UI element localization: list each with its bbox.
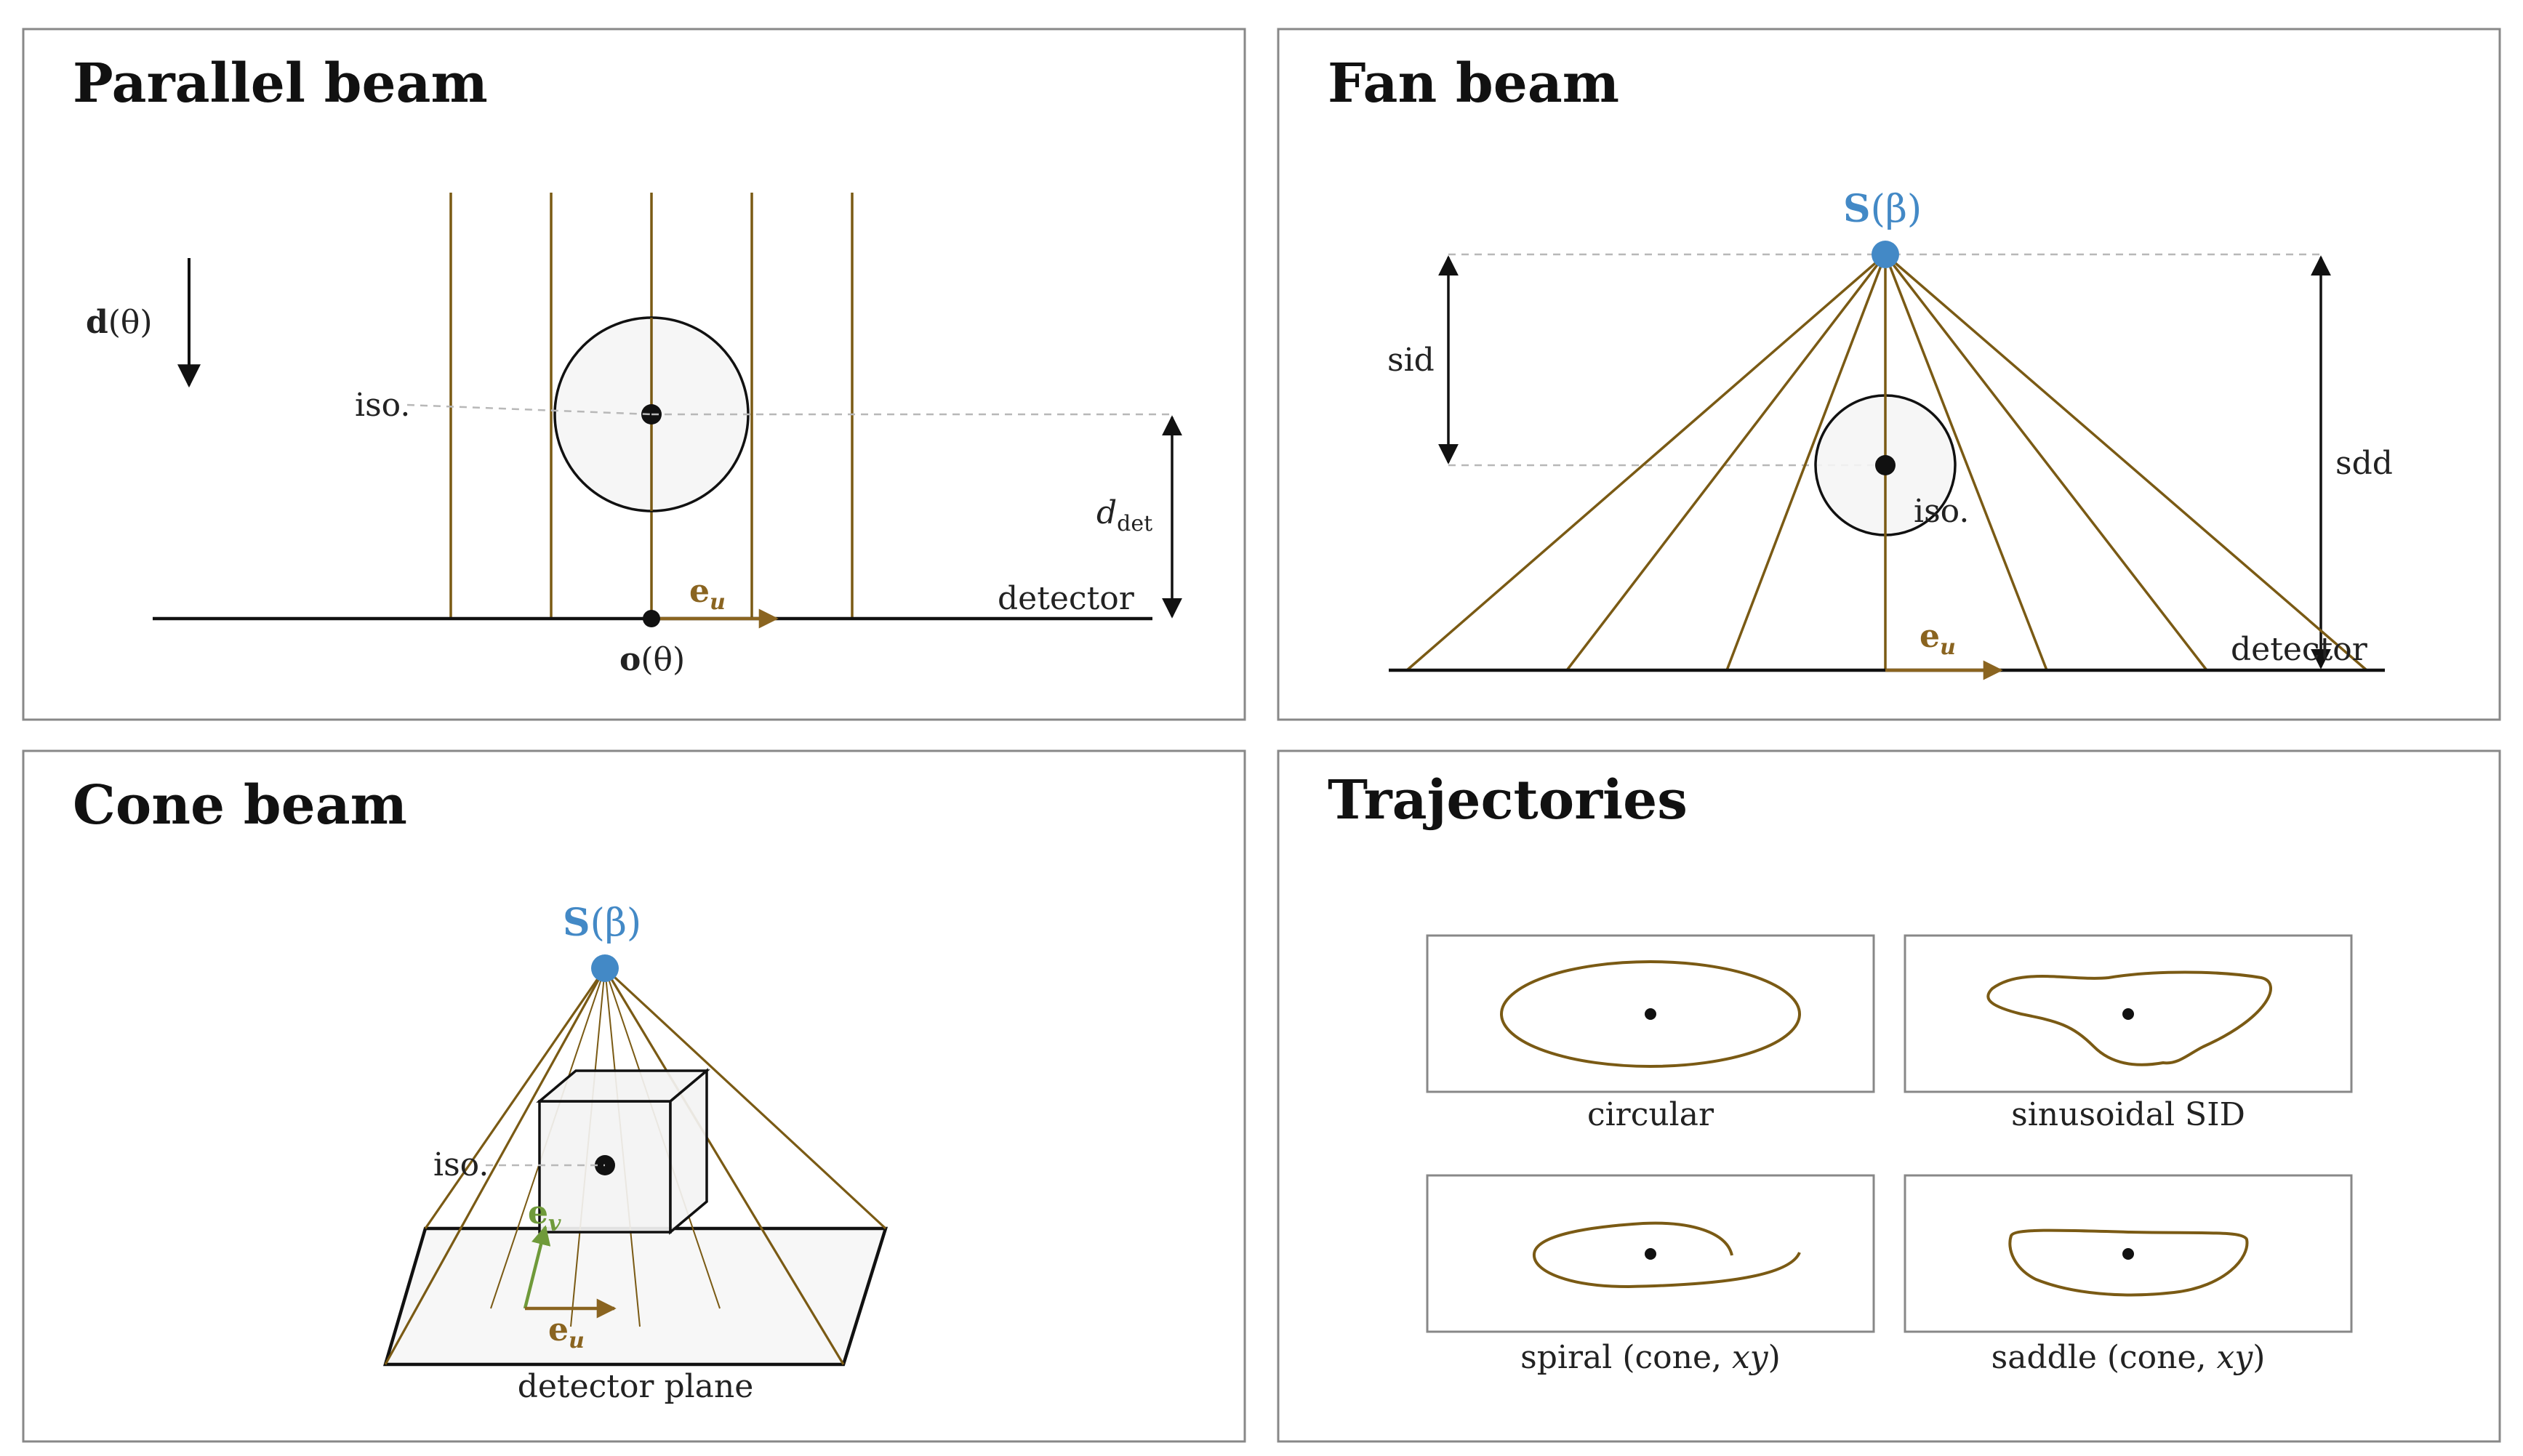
trajectory-saddle: saddle (cone, xy) <box>1904 1174 2353 1376</box>
trajectory-spiral: spiral (cone, xy) <box>1426 1174 1875 1376</box>
phantom-cube <box>536 1068 710 1235</box>
saddle-path <box>2008 1228 2249 1297</box>
ray <box>1884 254 2048 671</box>
ev-vector <box>523 1225 551 1309</box>
eu-label: eu <box>689 573 726 615</box>
iso-label: iso. <box>433 1146 489 1183</box>
panel-title: Fan beam <box>1328 52 1619 115</box>
cone-edge <box>603 967 887 1230</box>
source-dot <box>1872 241 1899 268</box>
detector-distance-label: ddet <box>1096 494 1152 536</box>
isocenter-dot <box>1875 455 1896 475</box>
center-dot <box>2122 1008 2134 1020</box>
panel-title: Trajectories <box>1328 769 1688 832</box>
sinusoidal-path <box>1986 970 2272 1066</box>
source-label: S(β) <box>1843 187 1922 231</box>
iso-label: iso. <box>355 387 410 424</box>
sid-label: sid <box>1387 342 1435 379</box>
center-dot <box>1645 1248 1656 1260</box>
trajectory-sinusoidal-sid: sinusoidal SID <box>1904 934 2353 1133</box>
trajectory-label: sinusoidal SID <box>2011 1096 2245 1133</box>
panel-title: Cone beam <box>73 774 407 837</box>
detector-label: detector <box>2231 631 2368 668</box>
detector-plane-label: detector plane <box>518 1368 754 1405</box>
sdd-label: sdd <box>2335 445 2393 482</box>
circular-path <box>1500 960 1801 1068</box>
source-label: S(β) <box>563 901 641 945</box>
source-dot <box>591 954 619 982</box>
ev-label: ev <box>528 1194 561 1236</box>
trajectory-frame <box>1904 1174 2353 1333</box>
panel-fan-beam: Fan beam sid sdd iso. S(β) detector <box>1277 28 2501 721</box>
cone-edge <box>603 968 845 1365</box>
ray <box>1405 253 1887 672</box>
origin-dot <box>643 610 660 627</box>
spiral-path <box>1533 1221 1801 1289</box>
trajectory-circular: circular <box>1426 934 1875 1133</box>
center-dot <box>2122 1248 2134 1260</box>
panel-border <box>1277 28 2501 721</box>
fan-rays <box>1405 253 2368 672</box>
ray <box>1565 253 1887 672</box>
eu-label: eu <box>1920 618 1956 660</box>
panel-cone-beam: Cone beam iso. S(β) e <box>22 749 1246 1443</box>
cone-edge <box>424 968 606 1229</box>
direction-label: d(θ) <box>86 304 153 341</box>
detector-label: detector <box>998 580 1135 617</box>
cone-edge <box>384 968 606 1365</box>
cone-edges <box>384 967 887 1365</box>
ray <box>1884 253 2368 672</box>
trajectory-label: saddle (cone, xy) <box>1991 1339 2266 1376</box>
trajectory-label: spiral (cone, xy) <box>1520 1339 1781 1376</box>
origin-label: o(θ) <box>619 641 685 678</box>
panel-border <box>1277 749 2501 1443</box>
center-dot <box>1645 1008 1656 1020</box>
panel-trajectories: Trajectories circular sinusoidal SID spi… <box>1277 749 2501 1443</box>
trajectory-label: circular <box>1587 1096 1714 1133</box>
eu-label: eu <box>548 1311 585 1354</box>
iso-leader <box>406 403 652 416</box>
ray <box>1884 253 2208 672</box>
iso-label: iso. <box>1914 493 1969 530</box>
ray <box>1725 254 1887 671</box>
cube-side <box>669 1068 708 1235</box>
detector-plane <box>382 1226 889 1367</box>
panel-parallel-beam: Parallel beam d(θ) iso. ddet detector eu… <box>22 28 1246 721</box>
panel-title: Parallel beam <box>73 52 488 115</box>
